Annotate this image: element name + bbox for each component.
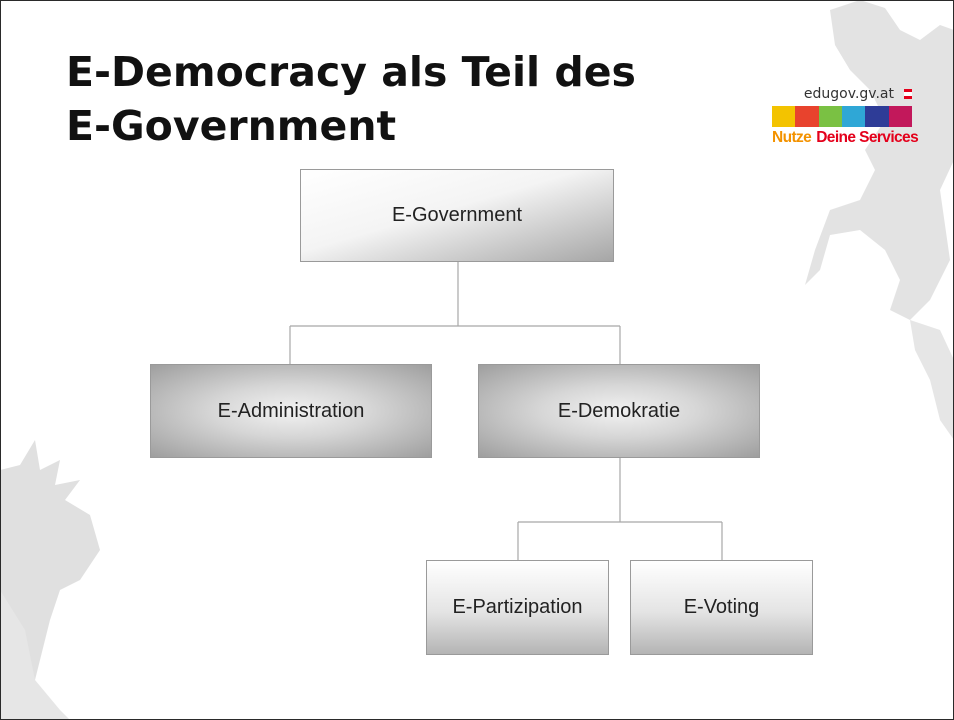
color-block-2 xyxy=(795,106,819,127)
node-e-administration: E-Administration xyxy=(150,364,432,458)
logo-url: edugov.gv.at xyxy=(803,86,894,102)
color-block-1 xyxy=(772,106,796,127)
slide-title-line-1: E-Democracy als Teil des xyxy=(66,48,636,96)
logo-slogan-part-2: Deine Services xyxy=(816,129,919,146)
logo-slogan-part-1: Nutze xyxy=(772,129,812,146)
node-e-demokratie: E-Demokratie xyxy=(478,364,760,458)
flag-stripe-top xyxy=(904,89,912,93)
color-block-6 xyxy=(888,106,912,127)
jumping-figure-left-silhouette xyxy=(0,440,100,720)
flag-stripe-middle xyxy=(904,92,912,96)
node-e-voting: E-Voting xyxy=(630,560,813,655)
austrian-flag-icon xyxy=(904,89,912,99)
node-e-government: E-Government xyxy=(300,169,614,262)
connector-root-to-level1 xyxy=(289,262,621,364)
logo-color-bar xyxy=(772,106,912,127)
jumping-figure-right-silhouette xyxy=(805,0,954,440)
slide-title-line-2: E-Government xyxy=(66,102,397,150)
color-block-3 xyxy=(818,106,842,127)
slide-title: E-Democracy als Teil des E-Government xyxy=(66,45,706,153)
flag-stripe-bottom xyxy=(904,95,912,99)
node-e-partizipation: E-Partizipation xyxy=(426,560,609,655)
connector-demokratie-to-level2 xyxy=(517,458,723,560)
color-block-4 xyxy=(841,106,866,127)
color-block-5 xyxy=(865,106,889,127)
